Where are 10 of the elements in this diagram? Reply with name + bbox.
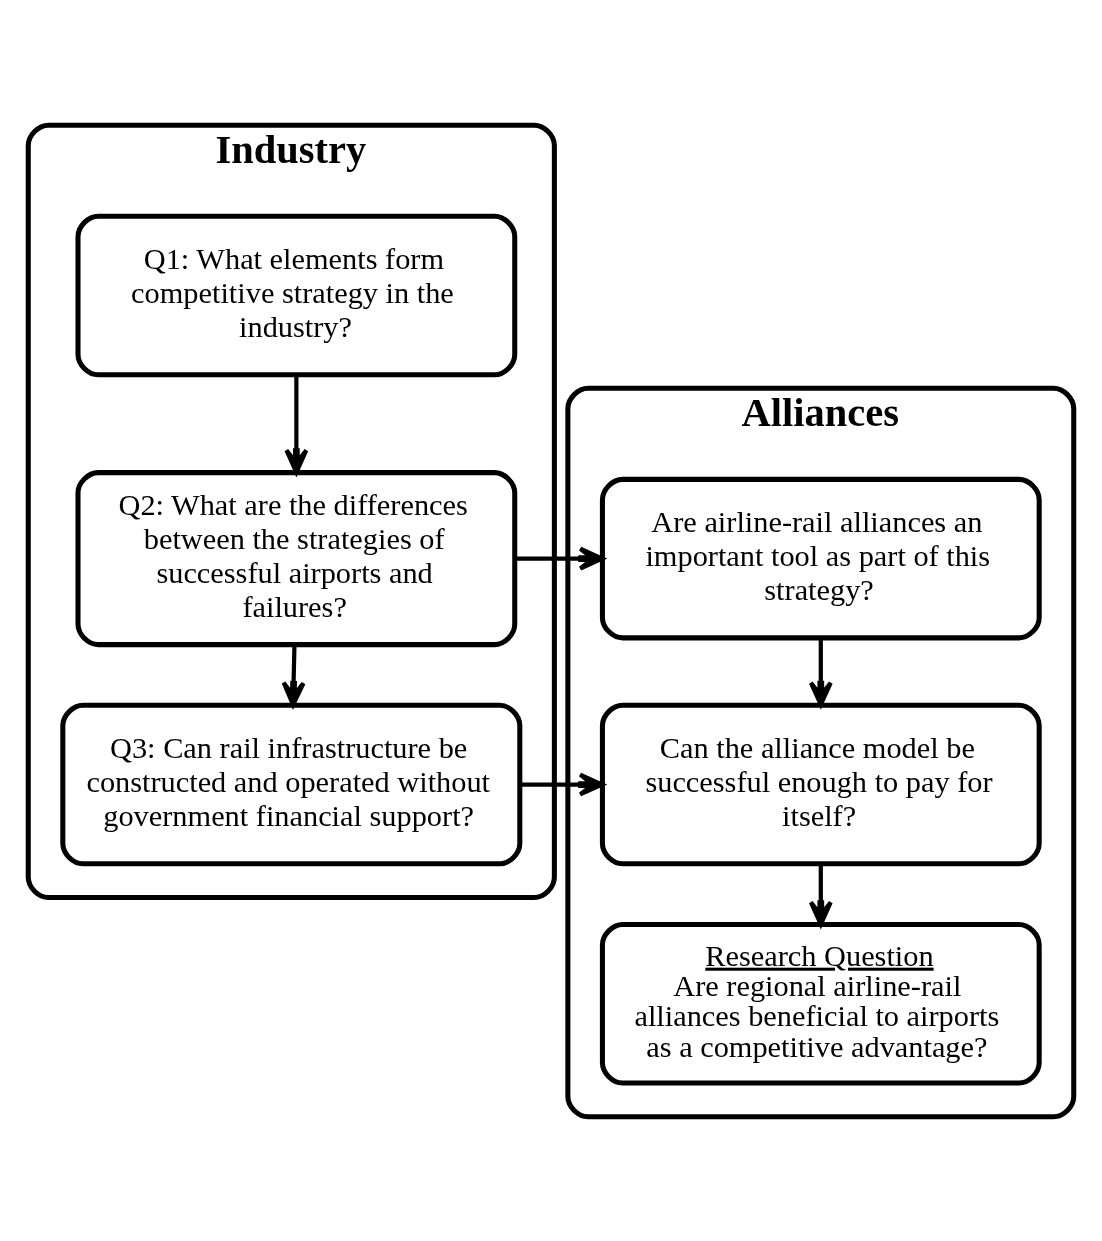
- node-box: Q3: Can rail infrastructure be constructed and operated without government financial support?: [60, 702, 523, 866]
- arrow: [519, 772, 605, 797]
- node-box: Can the alliance model be successful enough to pay for itself?: [599, 702, 1042, 866]
- arrow: [515, 546, 605, 571]
- node-box: Q1: What elements form competitive strategy in the industry?: [75, 213, 518, 377]
- node-box: Research Question Are regional airline-rail alliances beneficial to airports as a competitive advantage?: [599, 921, 1042, 1086]
- node-box: Q2: What are the differences between the strategies of successful airports and failures?: [75, 469, 518, 647]
- node-box: Are airline-rail alliances an important tool as part of this strategy?: [599, 476, 1042, 640]
- arrow: [808, 637, 833, 707]
- arrow: [281, 644, 306, 707]
